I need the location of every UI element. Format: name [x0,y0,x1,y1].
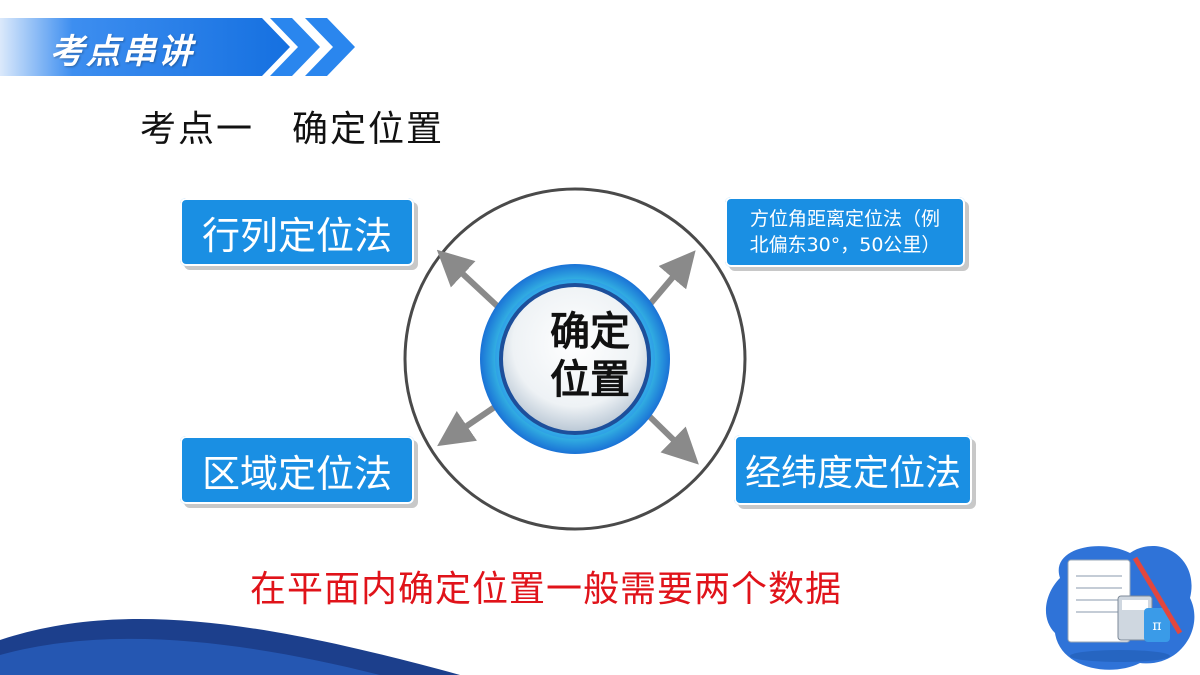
summary-note: 在平面内确定位置一般需要两个数据 [250,569,843,610]
math-illustration: π [1045,545,1195,670]
method-bearing-line2: 北偏东30°，50公里） [749,234,941,256]
method-region: 区域定位法 [180,436,414,504]
center-disc [499,283,651,435]
method-latitude-longitude: 经纬度定位法 [734,435,972,505]
method-bearing-distance: 方位角距离定位法（例 北偏东30°，50公里） [725,197,965,267]
chevron-icon [270,18,320,76]
center-label-line1: 确定 [550,309,630,355]
arrow-bottom-right [642,409,699,465]
arrow-top-right [642,250,696,312]
pencil-icon [1132,556,1183,635]
center-label: 确定 位置 [520,308,660,404]
svg-text:π: π [1152,618,1161,634]
method-row-column: 行列定位法 [180,198,414,266]
outer-circle [403,187,747,531]
page-title: 考点一 确定位置 [140,109,445,150]
pi-mug-icon [1144,608,1170,642]
wave-decoration [0,618,460,675]
method-bearing-line1: 方位角距离定位法（例 [749,208,940,230]
section-title: 考点串讲 [50,32,194,72]
center-label-line2: 位置 [550,357,630,403]
header-banner [0,18,355,76]
chevron-icon [305,18,355,76]
